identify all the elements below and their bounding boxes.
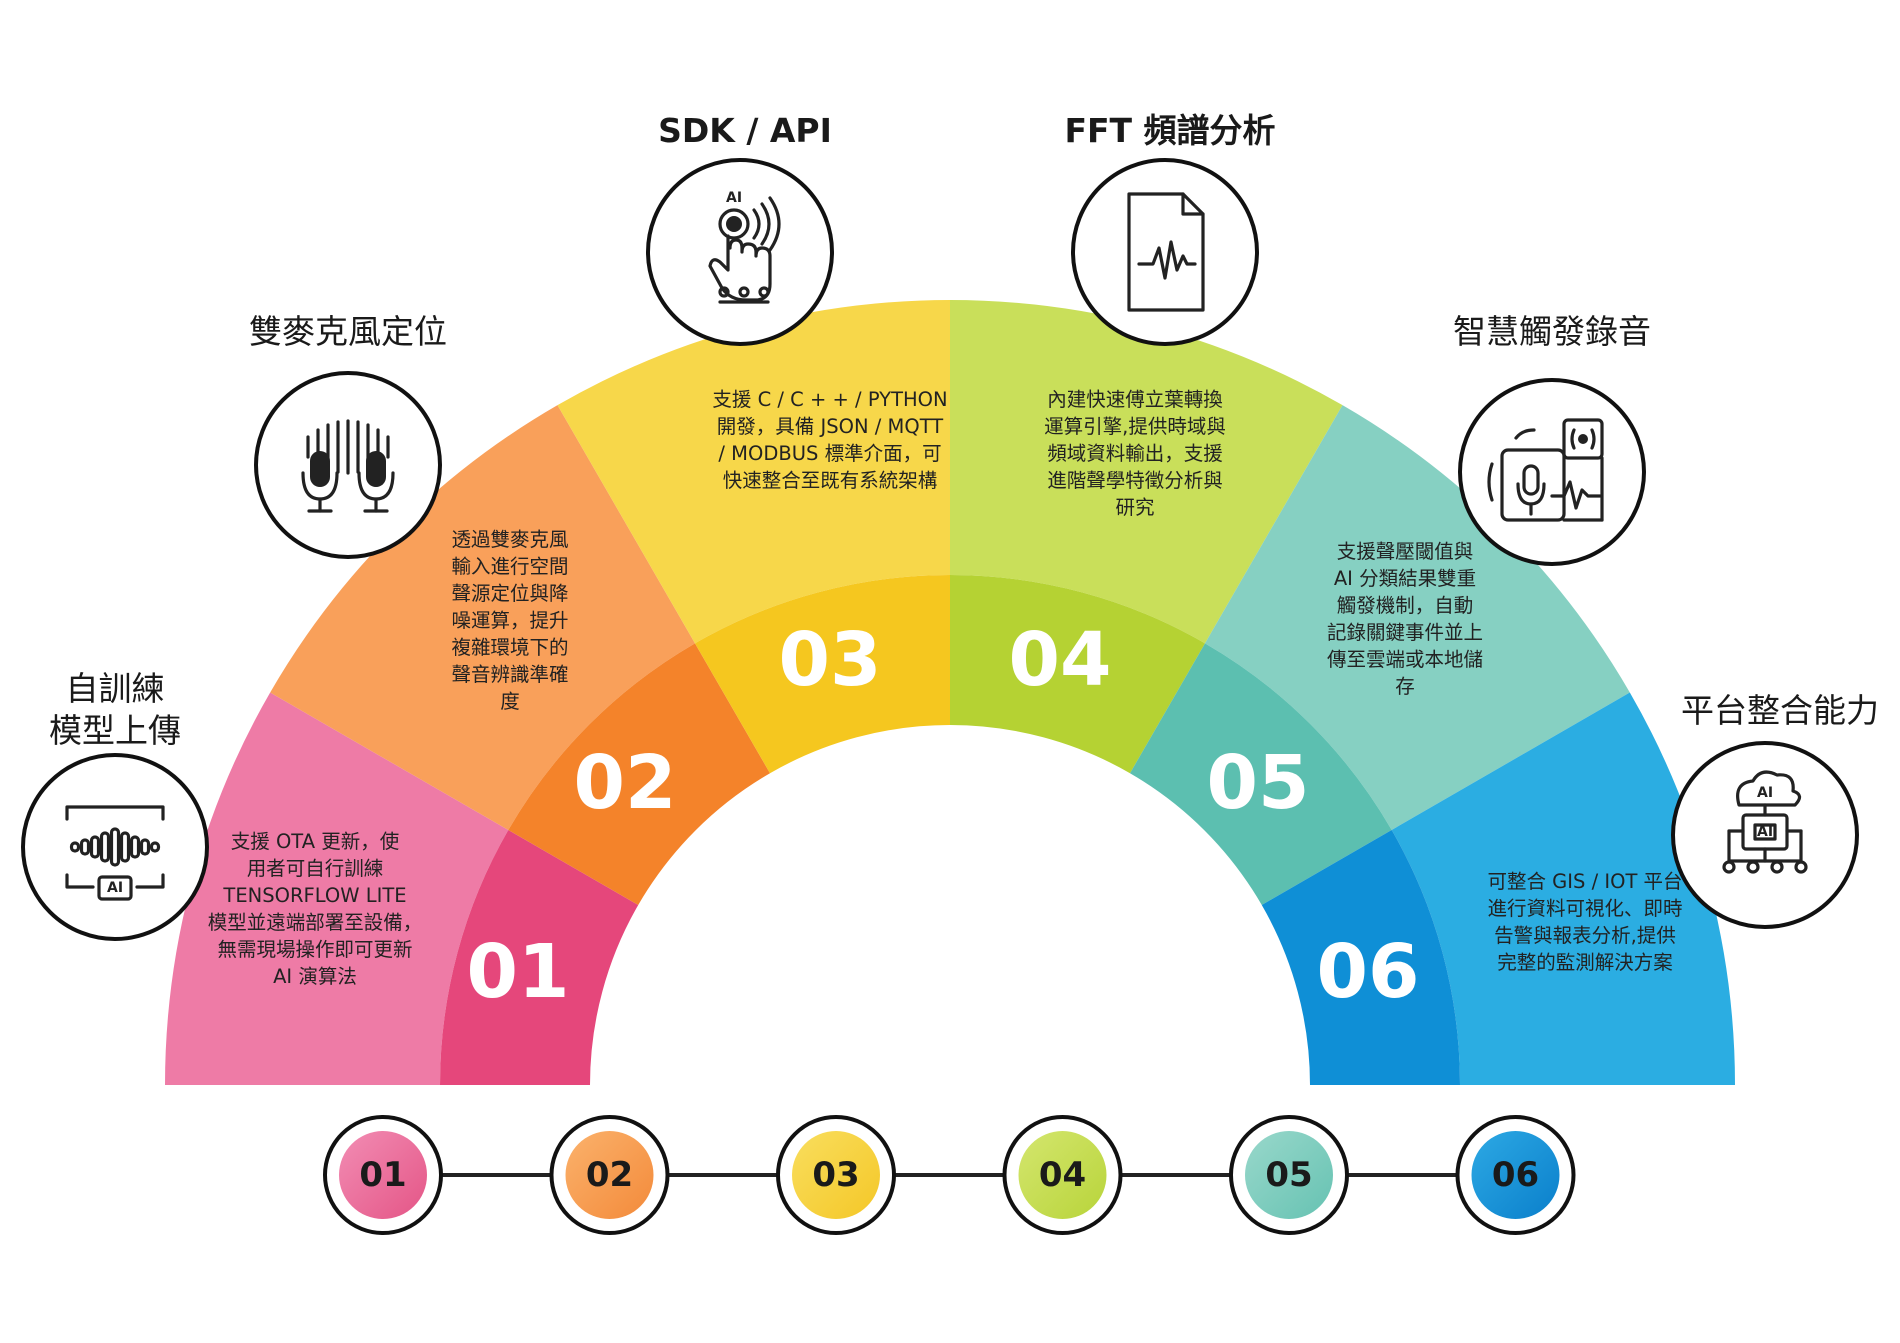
segment-02-inner bbox=[508, 643, 770, 905]
segment-01-inner bbox=[440, 830, 639, 1085]
step-01-label: 01 bbox=[359, 1155, 406, 1195]
ai-waveform-icon: AI bbox=[21, 753, 209, 941]
segment-05-inner bbox=[1130, 643, 1392, 905]
svg-text:AI: AI bbox=[1757, 824, 1773, 840]
step-02-disc bbox=[565, 1131, 654, 1219]
svg-text:AI: AI bbox=[107, 880, 123, 896]
svg-text:AI: AI bbox=[726, 190, 742, 206]
step-04-disc bbox=[1018, 1131, 1107, 1219]
step-06: 06 bbox=[1455, 1115, 1576, 1235]
segment-06-description: 可整合 GIS / IOT 平台進行資料可視化、即時告警與報表分析,提供完整的監… bbox=[1487, 870, 1682, 974]
segment-06-outer bbox=[1391, 692, 1735, 1085]
segment-04-inner bbox=[950, 575, 1205, 774]
step-03-disc bbox=[792, 1131, 880, 1219]
feature-05-title: 智慧觸發錄音 bbox=[1453, 312, 1651, 351]
segment-numbers: 01 02 03 04 05 06 bbox=[467, 617, 1420, 1015]
ai-cloud-platform-icon: AI AI bbox=[1671, 741, 1859, 929]
step-05-disc bbox=[1245, 1131, 1333, 1219]
step-05-label: 05 bbox=[1265, 1155, 1312, 1195]
trigger-recording-icon bbox=[1458, 378, 1646, 566]
segment-01-outer bbox=[165, 692, 509, 1085]
segment-02-outer bbox=[270, 405, 695, 830]
step-timeline: 01 02 03 04 05 06 bbox=[323, 1115, 1576, 1235]
feature-icons: 自訓練模型上傳 AI 雙麥克風定位 SDK / API AI FFT 頻譜分析智慧觸發錄音… bbox=[21, 111, 1879, 941]
step-02: 02 bbox=[549, 1115, 670, 1235]
step-04-label: 04 bbox=[1039, 1155, 1086, 1195]
feature-03-title: SDK / API bbox=[658, 111, 832, 150]
step-01-disc bbox=[339, 1131, 427, 1219]
step-06-disc bbox=[1471, 1131, 1560, 1219]
segment-06-number: 06 bbox=[1317, 929, 1420, 1015]
step-03-label: 03 bbox=[812, 1155, 859, 1195]
step-03: 03 bbox=[776, 1115, 896, 1235]
feature-06-title: 平台整合能力 bbox=[1681, 691, 1879, 730]
segment-01-number: 01 bbox=[467, 929, 570, 1015]
step-06-label: 06 bbox=[1492, 1155, 1539, 1195]
segment-03-outer bbox=[557, 300, 950, 644]
segment-02-description: 透過雙麥克風輸入進行空間聲源定位與降噪運算，提升複雜環境下的聲音辨識準確度 bbox=[451, 528, 568, 713]
segment-04-outer bbox=[950, 300, 1343, 644]
segment-05-outer bbox=[1205, 405, 1630, 830]
arc-segments bbox=[165, 300, 1735, 1085]
step-02-label: 02 bbox=[586, 1155, 633, 1195]
touch-interface-icon: AI bbox=[646, 158, 834, 346]
step-05: 05 bbox=[1229, 1115, 1349, 1235]
spectrum-document-icon bbox=[1071, 158, 1259, 346]
segment-02-number: 02 bbox=[574, 740, 677, 826]
segment-06-inner bbox=[1261, 830, 1460, 1085]
feature-02-title: 雙麥克風定位 bbox=[249, 312, 447, 351]
segment-03-inner bbox=[695, 575, 950, 774]
step-04: 04 bbox=[1002, 1115, 1123, 1235]
segment-05-number: 05 bbox=[1207, 740, 1310, 826]
dual-microphone-icon bbox=[254, 371, 442, 559]
feature-04-title: FFT 頻譜分析 bbox=[1064, 111, 1275, 150]
svg-text:AI: AI bbox=[1757, 785, 1773, 801]
step-01: 01 bbox=[323, 1115, 443, 1235]
feature-01-title: 自訓練模型上傳 bbox=[49, 669, 181, 750]
segment-04-description: 內建快速傅立葉轉換運算引擎,提供時域與頻域資料輸出，支援進階聲學特徵分析與研究 bbox=[1044, 388, 1226, 519]
segment-04-number: 04 bbox=[1009, 617, 1112, 703]
segment-03-number: 03 bbox=[779, 617, 882, 703]
